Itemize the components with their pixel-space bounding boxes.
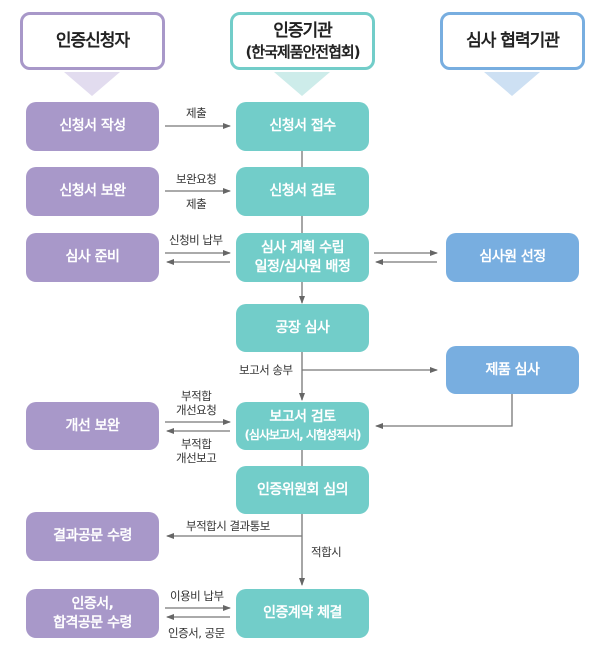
step-contract: 인증계약 체결	[236, 589, 369, 638]
label-supplement-request: 보완요청	[176, 172, 217, 186]
step-audit-plan-line2: 일정/심사원 배정	[254, 258, 351, 275]
step-contract-label: 인증계약 체결	[263, 605, 342, 621]
label-nonconform-request-line2: 개선요청	[176, 403, 217, 417]
header-partner: 심사 협력기관	[440, 12, 585, 70]
step-committee: 인증위원회 심의	[236, 466, 369, 514]
header-partner-pointer	[484, 72, 540, 96]
step-report-review-sub: (심사보고서, 시험성적서)	[244, 428, 361, 442]
header-agency-pointer	[274, 72, 330, 96]
label-nonconform-report: 부적합 개선보고	[176, 437, 217, 465]
step-supplement-application-label: 신청서 보완	[59, 183, 126, 199]
step-prepare-audit-label: 심사 준비	[65, 249, 120, 265]
label-nonconform-report-line1: 부적합	[181, 437, 212, 451]
header-applicant: 인증신청자	[20, 12, 165, 70]
label-report-send: 보고서 송부	[239, 363, 293, 377]
label-nonconform-report-line2: 개선보고	[176, 451, 217, 465]
step-receipt: 신청서 접수	[236, 102, 369, 151]
header-agency-label: 인증기관	[273, 21, 333, 41]
label-usage-fee: 이용비 납부	[170, 589, 224, 603]
label-submit-2: 제출	[186, 197, 207, 211]
step-receive-result-letter: 결과공문 수령	[26, 512, 159, 561]
header-agency: 인증기관 (한국제품안전협회)	[230, 12, 375, 70]
step-report-review-label: 보고서 검토	[269, 409, 336, 425]
step-review-application-label: 신청서 검토	[269, 183, 336, 199]
step-report-review: 보고서 검토 (심사보고서, 시험성적서)	[236, 402, 369, 450]
label-nonconform-request-line1: 부적합	[181, 389, 212, 403]
header-applicant-pointer	[64, 72, 120, 96]
step-supplement-application: 신청서 보완	[26, 167, 159, 216]
label-pass: 적합시	[311, 545, 342, 559]
label-fail-notice: 부적합시 결과통보	[186, 519, 270, 533]
step-auditor-select-label: 심사원 선정	[479, 249, 546, 265]
step-write-application-label: 신청서 작성	[59, 118, 126, 134]
label-nonconform-request: 부적합 개선요청	[176, 389, 217, 417]
step-receipt-label: 신청서 접수	[269, 118, 336, 134]
step-improve: 개선 보완	[26, 402, 159, 450]
header-agency-sub: (한국제품안전협회)	[245, 43, 360, 61]
step-product-audit-label: 제품 심사	[485, 361, 540, 378]
step-receive-result-letter-label: 결과공문 수령	[53, 528, 132, 544]
arrow-product-report	[375, 393, 513, 429]
step-receive-certificate-line1: 인증서,	[71, 595, 114, 612]
label-submit-1: 제출	[186, 106, 207, 120]
step-receive-certificate: 인증서, 합격공문 수령	[26, 589, 159, 638]
step-receive-certificate-line2: 합격공문 수령	[53, 614, 132, 631]
step-audit-plan: 심사 계획 수립 일정/심사원 배정	[236, 233, 369, 282]
label-cert-doc: 인증서, 공문	[168, 626, 225, 640]
step-factory-audit: 공장 심사	[236, 304, 369, 352]
step-write-application: 신청서 작성	[26, 102, 159, 151]
step-audit-plan-line1: 심사 계획 수립	[260, 239, 345, 256]
step-review-application: 신청서 검토	[236, 167, 369, 216]
step-product-audit: 제품 심사	[446, 346, 579, 394]
step-factory-audit-label: 공장 심사	[275, 319, 330, 336]
header-applicant-label: 인증신청자	[55, 31, 130, 51]
label-fee-payment: 신청비 납부	[169, 233, 223, 247]
step-committee-label: 인증위원회 심의	[256, 481, 349, 498]
step-auditor-select: 심사원 선정	[446, 233, 579, 282]
header-partner-label: 심사 협력기관	[466, 31, 560, 51]
step-improve-label: 개선 보완	[65, 417, 120, 434]
step-prepare-audit: 심사 준비	[26, 233, 159, 282]
